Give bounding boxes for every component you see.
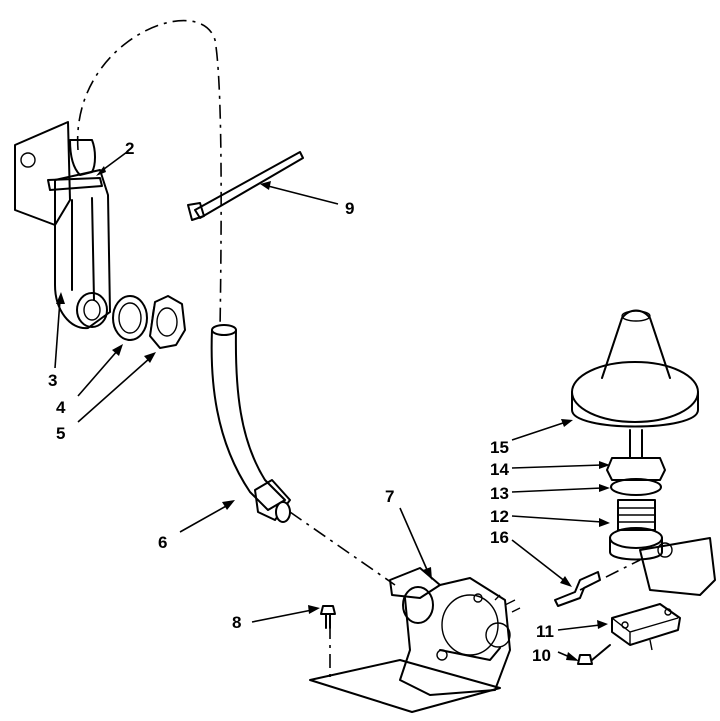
screw-part — [320, 605, 336, 629]
hose-part — [210, 324, 291, 523]
routing-lines — [77, 19, 641, 680]
fill-bracket-part — [14, 121, 111, 330]
float-stem-part — [606, 429, 666, 561]
callout-12: 12 — [490, 507, 509, 526]
lever-part — [554, 537, 716, 607]
hex-nut-part — [149, 295, 186, 349]
callout-9: 9 — [345, 199, 354, 218]
callout-labels: 2 3 4 5 6 7 8 9 10 11 12 13 14 15 16 — [48, 139, 554, 665]
callout-3: 3 — [48, 371, 57, 390]
small-screw-part — [577, 644, 611, 665]
callout-2: 2 — [125, 139, 134, 158]
callout-7: 7 — [385, 487, 394, 506]
callout-11: 11 — [536, 622, 554, 641]
callout-8: 8 — [232, 613, 241, 632]
float-cone-part — [571, 309, 699, 428]
callout-13: 13 — [490, 484, 509, 503]
valve-body-part — [309, 567, 521, 713]
cable-tie-part — [187, 151, 304, 221]
callout-16: 16 — [490, 528, 509, 547]
washer-ring-part — [112, 295, 148, 341]
callout-10: 10 — [532, 646, 551, 665]
leader-lines — [54, 151, 610, 661]
callout-5: 5 — [56, 424, 65, 443]
callout-14: 14 — [490, 460, 509, 479]
callout-4: 4 — [56, 398, 66, 417]
callout-15: 15 — [490, 438, 509, 457]
switch-part — [611, 603, 681, 651]
callout-6: 6 — [158, 533, 167, 552]
